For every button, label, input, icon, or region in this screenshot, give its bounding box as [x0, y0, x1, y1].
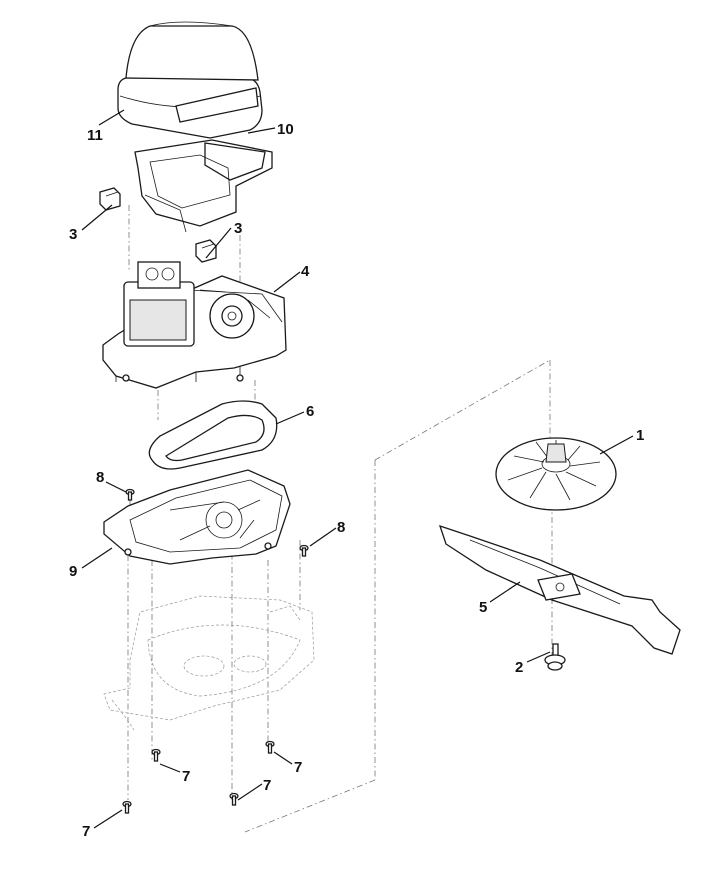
part-7-screw-c: [122, 800, 132, 814]
callout-3-right: 3: [234, 220, 242, 237]
part-5-blade: [438, 524, 681, 655]
callout-7-d: 7: [263, 777, 271, 794]
callout-10: 10: [277, 121, 294, 138]
part-3-clip-left: [99, 187, 121, 211]
callout-8-upper: 8: [96, 469, 104, 486]
callout-7-a: 7: [182, 768, 190, 785]
part-7-screw-d: [229, 792, 239, 806]
part-3-clip-right: [195, 239, 217, 263]
part-2-blade-bolt: [544, 643, 566, 671]
part-8-screw-upper: [125, 488, 135, 501]
part-6-drive-belt: [148, 400, 278, 470]
callout-7-b: 7: [294, 759, 302, 776]
callout-6: 6: [306, 403, 314, 420]
callout-8-right: 8: [337, 519, 345, 536]
part-7-screw-b: [265, 740, 275, 754]
part-7-screw-a: [151, 748, 161, 762]
part-8-screw-right: [299, 544, 309, 557]
part-9-belt-cover: [103, 469, 291, 565]
callout-2: 2: [515, 659, 523, 676]
callout-9: 9: [69, 563, 77, 580]
callout-7-c: 7: [82, 823, 90, 840]
callout-4: 4: [301, 263, 310, 280]
leader-lines: [81, 109, 634, 829]
callout-5: 5: [479, 599, 487, 616]
part-11-grille-cover: [117, 21, 263, 139]
callout-labels: 11 10 3 3 4 6 8 8 9 1 5 2 7 7 7 7: [69, 121, 644, 840]
part-4-motor-housing: [102, 261, 287, 389]
part-10-housing: [134, 139, 273, 233]
mower-deck-outline: [103, 595, 315, 731]
part-1-fan-impeller: [495, 437, 617, 511]
callout-1: 1: [636, 427, 644, 444]
callout-11: 11: [87, 127, 103, 144]
callout-3-left: 3: [69, 226, 77, 243]
